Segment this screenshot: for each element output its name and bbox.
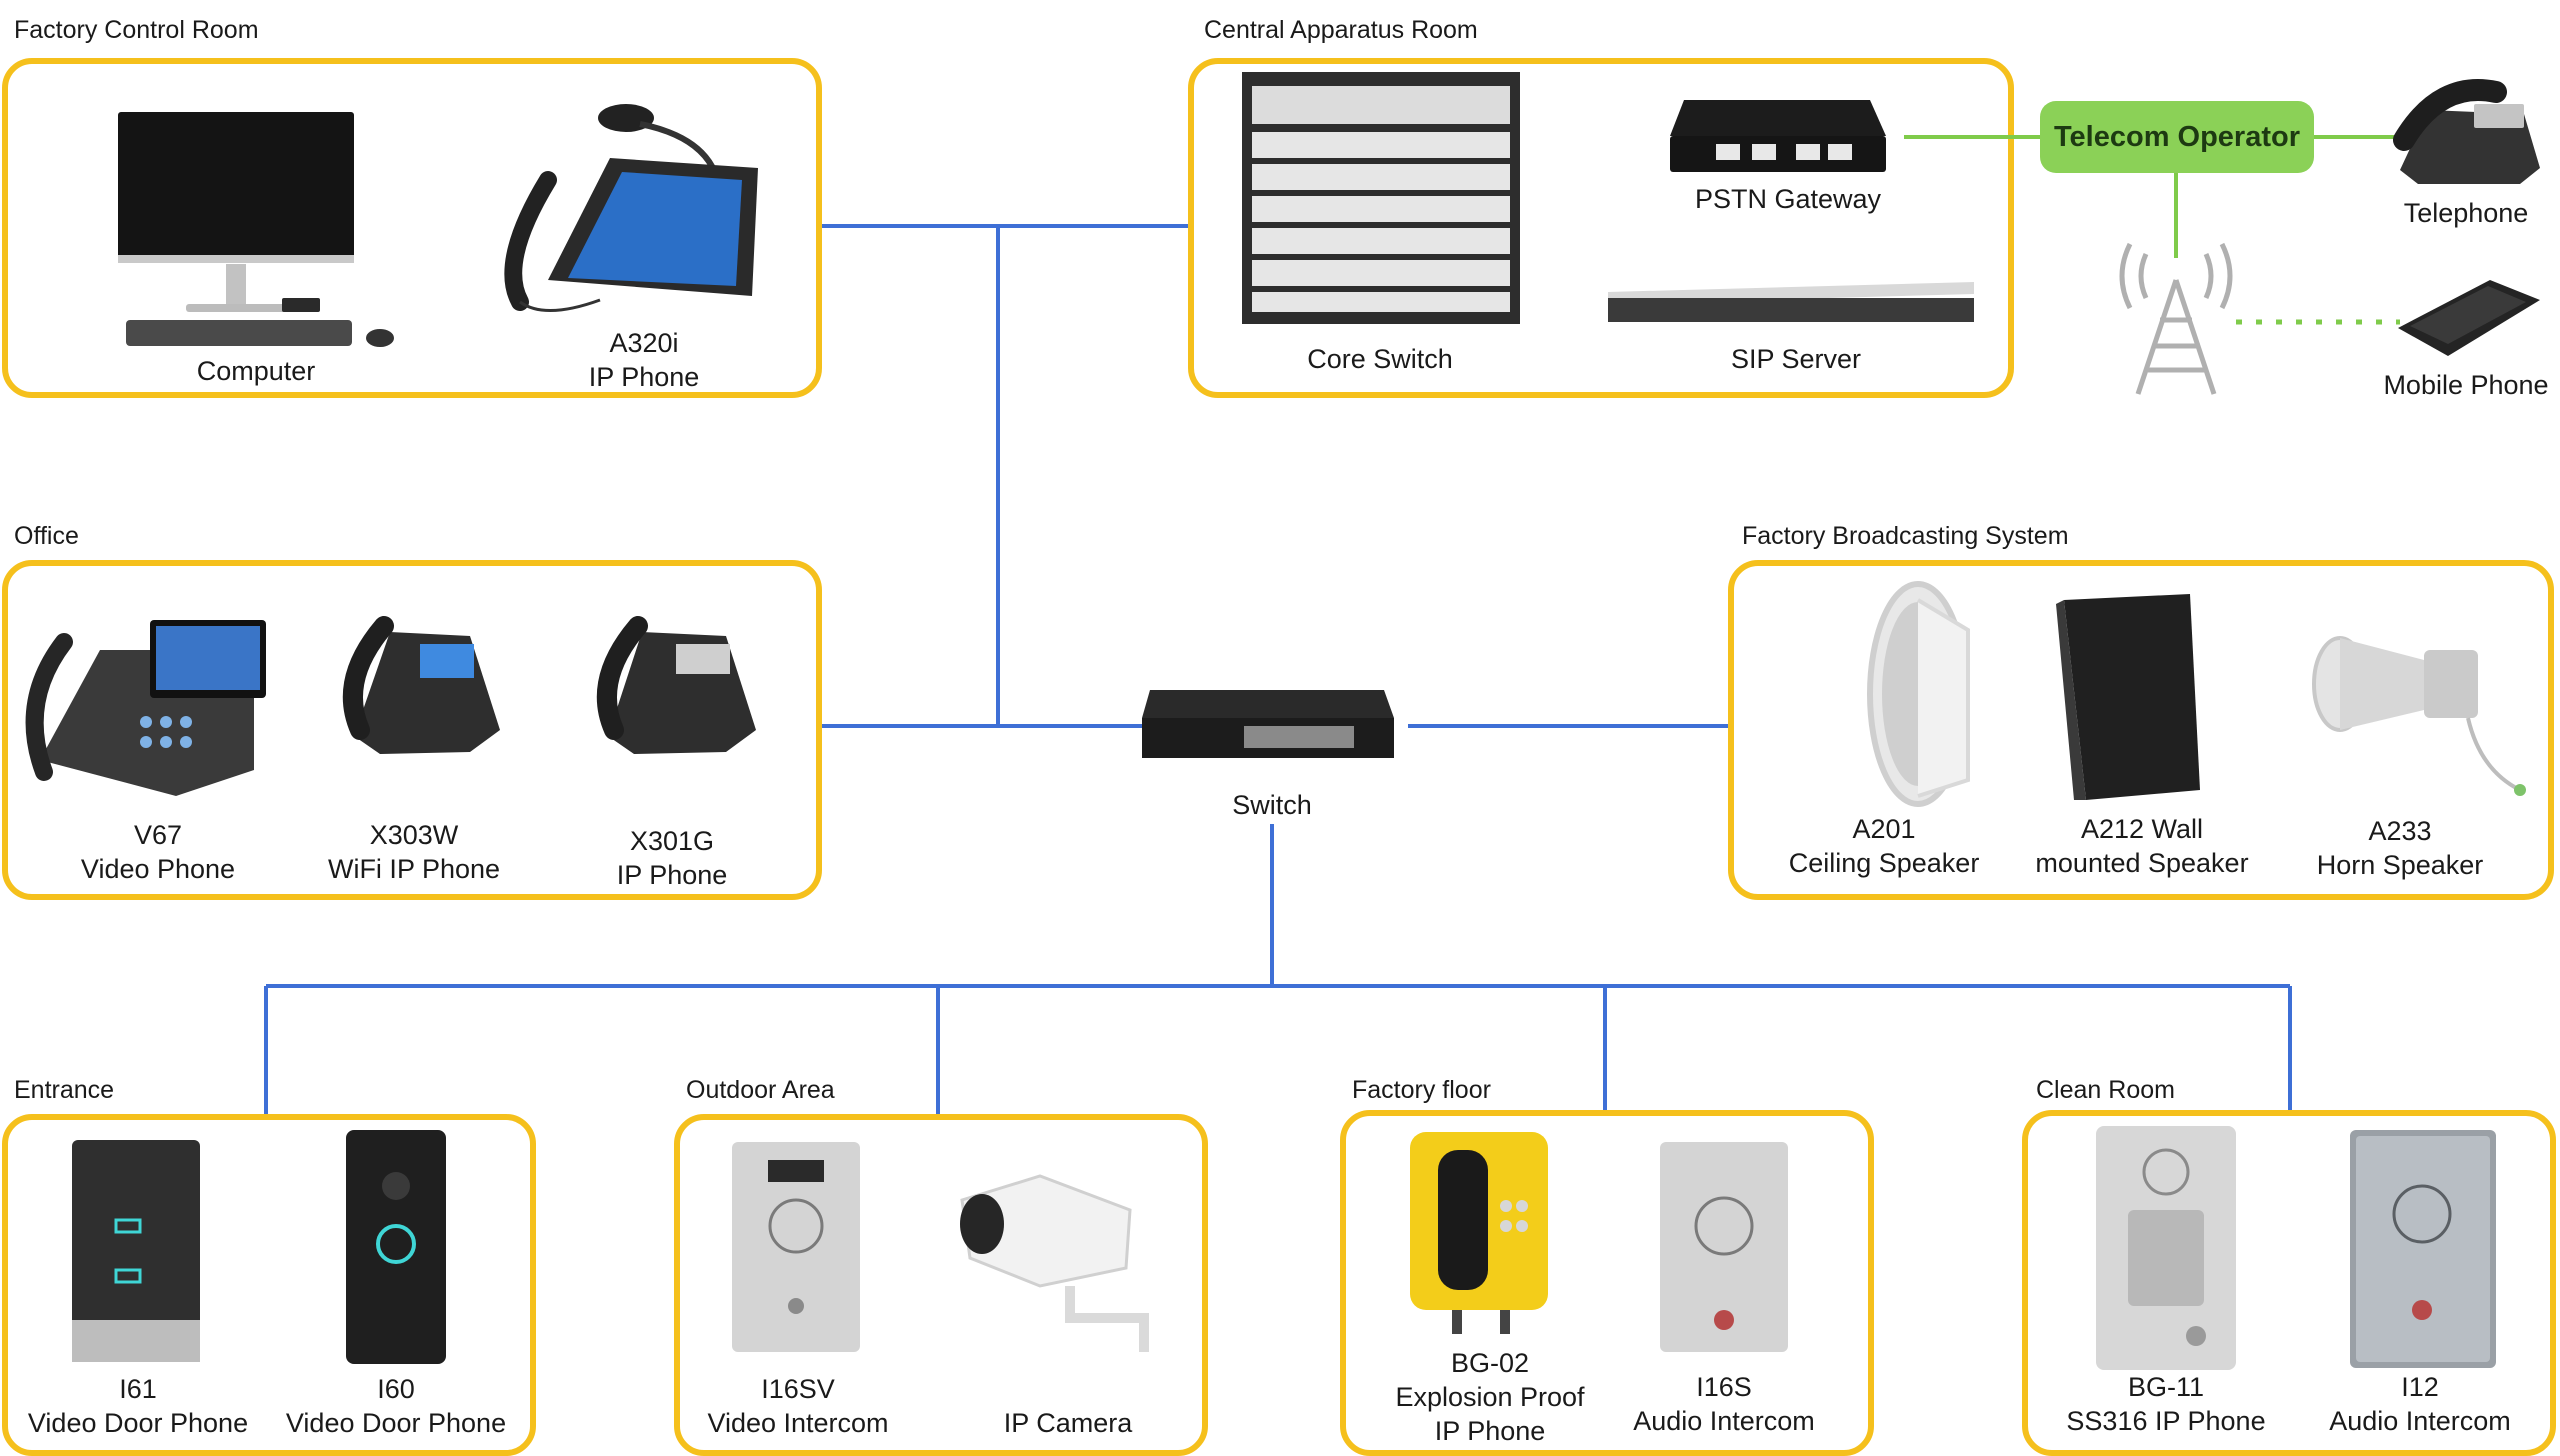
zone-title-office: Office bbox=[14, 522, 79, 550]
label-computer: Computer bbox=[196, 356, 316, 386]
zone-title-entrance: Entrance bbox=[14, 1076, 115, 1104]
cell-tower-icon bbox=[2119, 242, 2233, 395]
mobile-phone-icon bbox=[2398, 280, 2540, 356]
network-switch-icon bbox=[1142, 690, 1394, 758]
zone-title-broadcasting: Factory Broadcasting System bbox=[1742, 522, 2069, 550]
label-core-switch: Core Switch bbox=[1307, 344, 1453, 374]
label-switch: Switch bbox=[1232, 790, 1312, 820]
label-sip: SIP Server bbox=[1730, 344, 1862, 374]
zone-title-clean: Clean Room bbox=[2036, 1076, 2175, 1104]
telecom-operator-node: Telecom Operator bbox=[2040, 101, 2314, 173]
label-ip-camera: IP Camera bbox=[1003, 1408, 1133, 1438]
label-mobile: Mobile Phone bbox=[2383, 370, 2549, 400]
zone-title-floor: Factory floor bbox=[1352, 1076, 1491, 1104]
label-pstn: PSTN Gateway bbox=[1694, 184, 1882, 214]
zone-title-apparatus: Central Apparatus Room bbox=[1204, 16, 1478, 44]
zone-title-control-room: Factory Control Room bbox=[14, 16, 259, 44]
zone-title-outdoor: Outdoor Area bbox=[686, 1076, 835, 1104]
label-telephone: Telephone bbox=[2403, 198, 2529, 228]
telephone-icon bbox=[2393, 79, 2540, 184]
